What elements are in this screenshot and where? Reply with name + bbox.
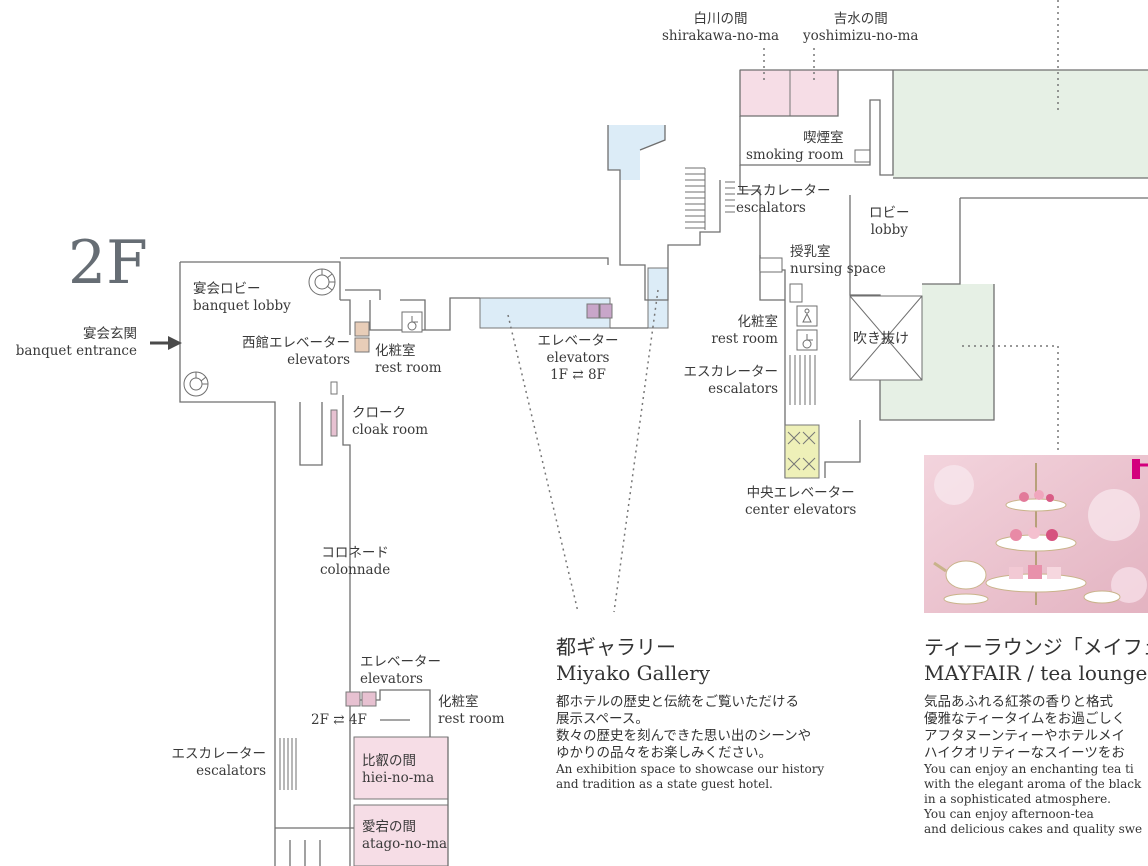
label-atrium: 吹き抜け — [853, 331, 909, 347]
walls — [179, 69, 1148, 866]
room-yoshimizu[interactable] — [789, 69, 839, 117]
lounge-title-en: MAYFAIR / tea lounge — [924, 661, 1148, 685]
gallery-desc-en-1: An exhibition space to showcase our hist… — [556, 762, 825, 776]
leader-lines — [507, 0, 1059, 613]
lounge-info: ティーラウンジ「メイフェ MAYFAIR / tea lounge 気品あふれる… — [924, 634, 1148, 837]
restroom-icon — [759, 149, 871, 327]
spiral-stairs — [183, 268, 336, 397]
locker — [330, 381, 338, 395]
floor-number: 2F — [68, 228, 148, 298]
lobby-green-area-mid — [880, 284, 994, 420]
wheelchair-icon — [401, 311, 818, 351]
lobby-green-area-top — [893, 70, 1148, 178]
gallery-desc-jp-4: ゆかりの品々をお楽しみください。 — [556, 745, 772, 761]
lounge-desc-jp-1: 気品あふれる紅茶の香りと格式 — [924, 694, 1113, 710]
lounge-desc-en-4: You can enjoy afternoon-tea — [924, 807, 1094, 821]
lounge-desc-en-3: in a sophisticated atmosphere. — [924, 792, 1111, 806]
gallery-desc-jp-2: 展示スペース。 — [556, 711, 649, 727]
gallery-desc-jp-1: 都ホテルの歴史と伝統をご覧いただける — [556, 694, 799, 710]
elevator-west[interactable] — [354, 321, 370, 353]
lounge-desc-jp-4: ハイクオリティーなスイーツをお — [924, 745, 1125, 761]
lounge-desc-en-2: with the elegant aroma of the black — [924, 777, 1142, 791]
gallery-desc-jp-3: 数々の歴史を刻んできた思い出のシーンや — [556, 728, 812, 744]
gallery-info: 都ギャラリー Miyako Gallery 都ホテルの歴史と伝統をご覧いただける… — [556, 634, 824, 792]
lounge-desc-en-5: and delicious cakes and quality swe — [924, 822, 1143, 836]
lounge-title-jp: ティーラウンジ「メイフェ — [924, 635, 1148, 659]
room-hiei[interactable] — [353, 736, 449, 800]
cloak-counter — [330, 409, 338, 437]
room-atago[interactable] — [353, 804, 449, 866]
lounge-desc-jp-3: アフタヌーンティーやホテルメイ — [924, 728, 1126, 744]
lounge-photo — [924, 455, 1148, 613]
gallery-desc-en-2: and tradition as a state guest hotel. — [556, 777, 773, 791]
elevator-2f-4f[interactable] — [345, 691, 377, 707]
atrium-icon — [849, 295, 923, 381]
gallery-title-en: Miyako Gallery — [556, 661, 711, 685]
escalators-hatch — [279, 167, 816, 790]
lounge-desc-en-1: You can enjoy an enchanting tea ti — [924, 762, 1134, 776]
gallery-area-top — [608, 125, 665, 180]
entrance-arrow-icon — [150, 336, 182, 350]
label-range-2f-4f: 2F ⇄ 4F — [311, 712, 367, 728]
gallery-area-side — [647, 267, 669, 329]
room-shirakawa[interactable] — [739, 69, 791, 117]
gallery-title-jp: 都ギャラリー — [556, 635, 676, 659]
elevator-1f-8f[interactable] — [586, 303, 613, 319]
elevator-center[interactable] — [784, 424, 820, 479]
lounge-desc-jp-2: 優雅なティータイムをお過ごしく — [924, 711, 1126, 727]
